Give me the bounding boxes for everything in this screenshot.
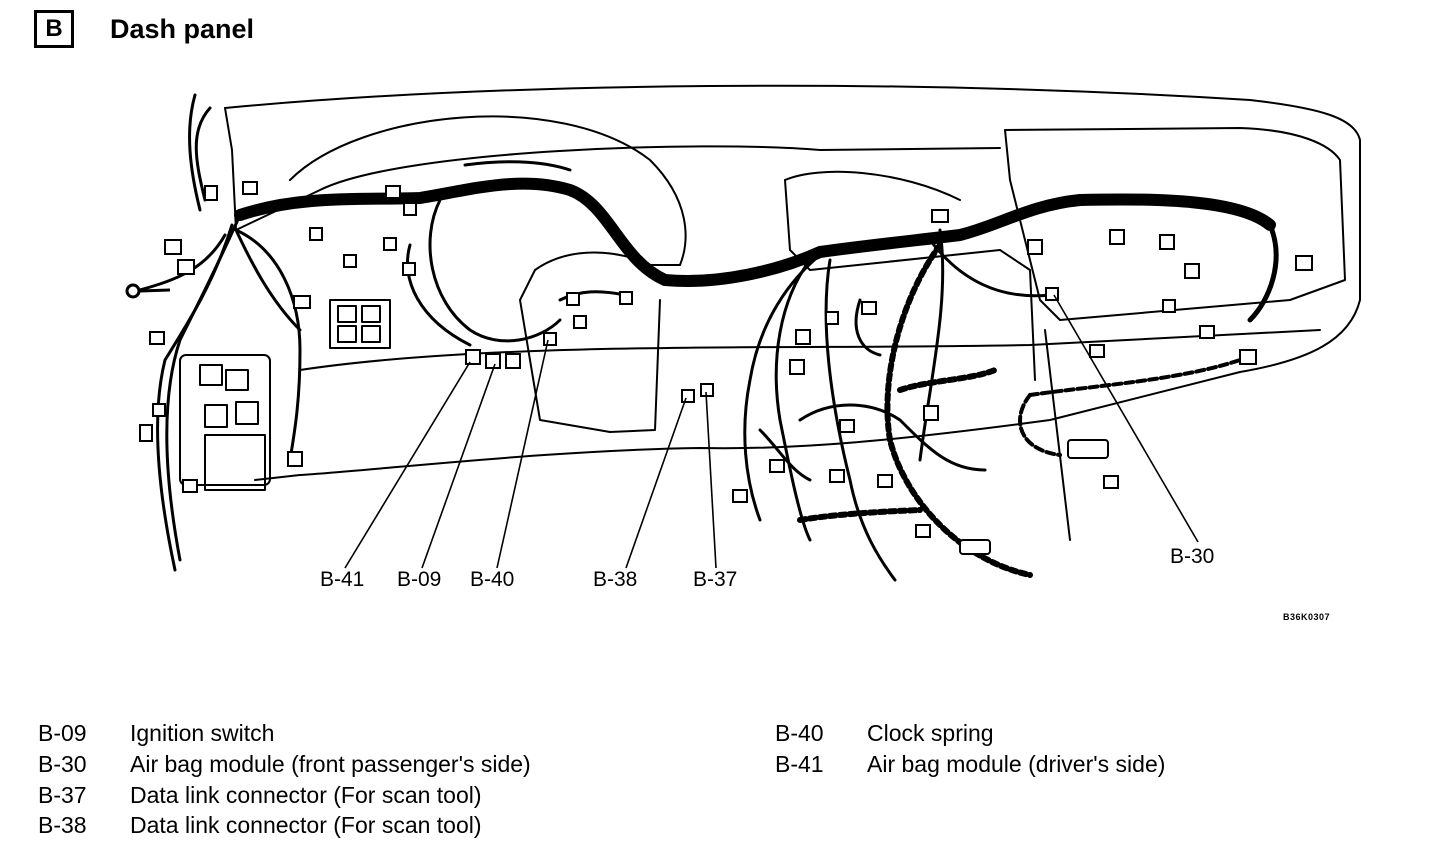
legend-id: B-40 xyxy=(775,720,824,746)
legend-id: B-30 xyxy=(38,751,87,777)
legend-id: B-41 xyxy=(775,751,824,777)
leader-b30 xyxy=(1053,294,1199,543)
leader-b37 xyxy=(705,391,717,569)
dash-panel-outline xyxy=(224,84,1361,481)
legend-desc: Air bag module (front passenger's side) xyxy=(130,751,531,777)
main-harness xyxy=(234,177,1276,287)
legend-desc: Data link connector (For scan tool) xyxy=(130,782,482,808)
legend-id: B-37 xyxy=(38,782,87,808)
fuse-block xyxy=(179,354,271,486)
callout-b38: B-38 xyxy=(593,568,638,591)
page-title: Dash panel xyxy=(110,14,255,44)
glove-box-outline xyxy=(1004,127,1346,321)
instrument-cluster-hood xyxy=(289,115,687,266)
legend-desc: Air bag module (driver's side) xyxy=(867,751,1166,777)
legend-id: B-38 xyxy=(38,812,87,838)
legend-desc: Data link connector (For scan tool) xyxy=(130,812,482,838)
center-console-outline xyxy=(784,179,1036,381)
callout-b09: B-09 xyxy=(397,568,442,591)
figure-code: B36K0307 xyxy=(1282,612,1330,622)
legend-desc: Ignition switch xyxy=(130,720,275,746)
callout-b40: B-40 xyxy=(470,568,515,591)
callout-b41: B-41 xyxy=(320,568,365,591)
leader-b41 xyxy=(344,361,471,569)
callout-b37: B-37 xyxy=(693,568,738,591)
leader-b38 xyxy=(625,397,687,569)
section-letter: B xyxy=(45,15,63,42)
junction-block xyxy=(329,299,391,349)
callout-b30: B-30 xyxy=(1170,545,1215,568)
legend-id: B-09 xyxy=(38,720,87,746)
leader-b09 xyxy=(421,363,496,569)
leader-b40 xyxy=(496,339,549,569)
section-badge: B xyxy=(34,10,74,48)
legend-desc: Clock spring xyxy=(867,720,994,746)
